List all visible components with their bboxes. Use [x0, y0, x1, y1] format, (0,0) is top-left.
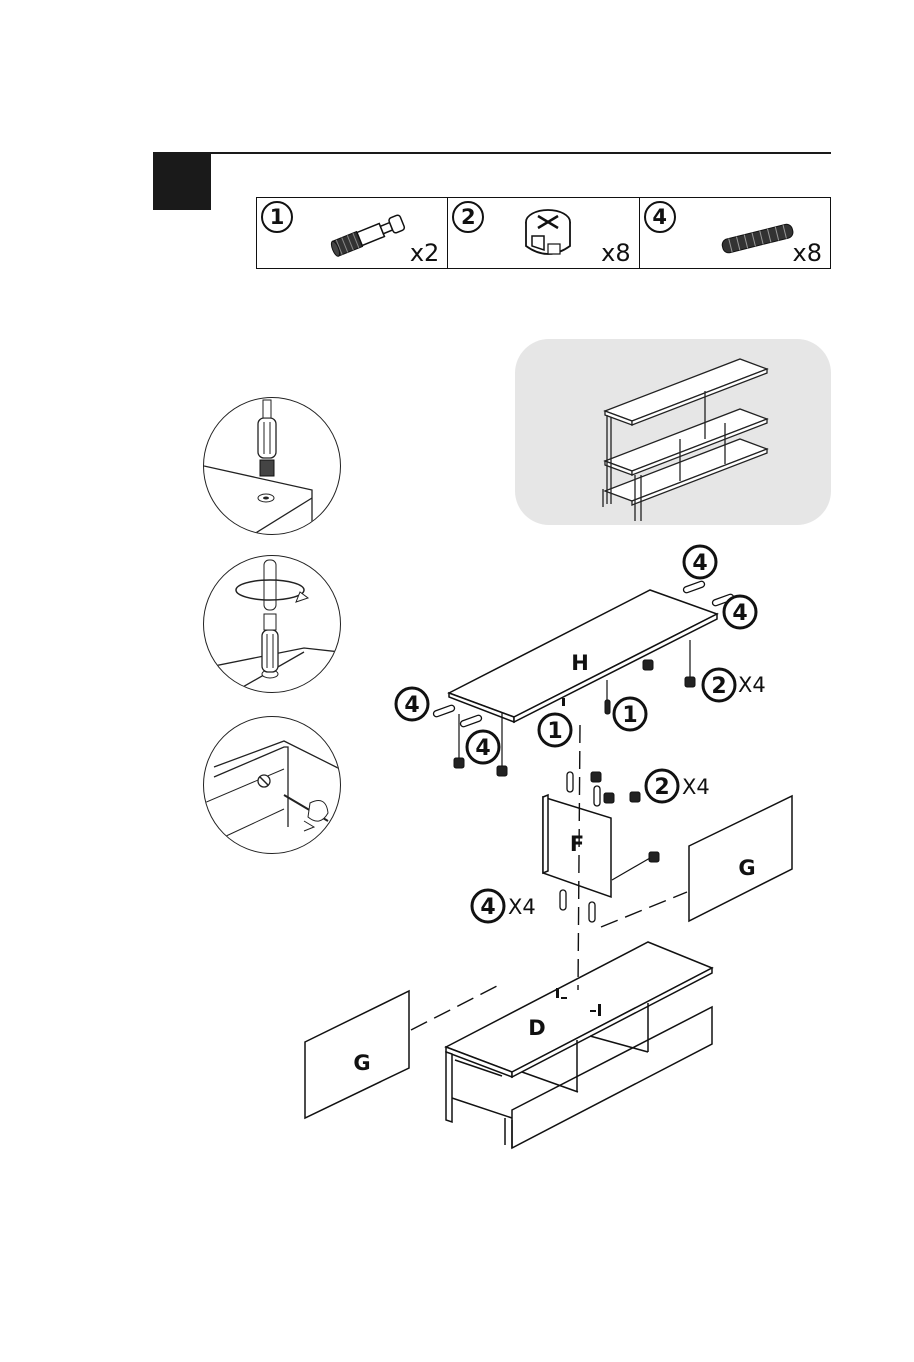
callout-dowel: 4 — [480, 895, 495, 920]
callout-dowel: 4 — [475, 736, 490, 761]
panel-label-g: G — [353, 1051, 370, 1075]
callout-dowel: 4 — [692, 551, 707, 576]
callout-quantity: X4 — [508, 895, 536, 919]
callout-cam-bolt: 1 — [547, 719, 562, 744]
panel-label-h: H — [571, 651, 589, 675]
callout-dowel: 4 — [732, 601, 747, 626]
callout-quantity: X4 — [682, 775, 710, 799]
panel-label-g: G — [738, 856, 755, 880]
callout-cam-bolt: 1 — [622, 703, 637, 728]
callout-cam-lock: 2 — [711, 674, 726, 699]
callout-dowel: 4 — [404, 693, 419, 718]
panel-label-f: F — [570, 832, 584, 856]
callout-cam-lock: 2 — [654, 775, 669, 800]
callout-quantity: X4 — [738, 673, 766, 697]
panel-label-d: D — [528, 1016, 545, 1040]
